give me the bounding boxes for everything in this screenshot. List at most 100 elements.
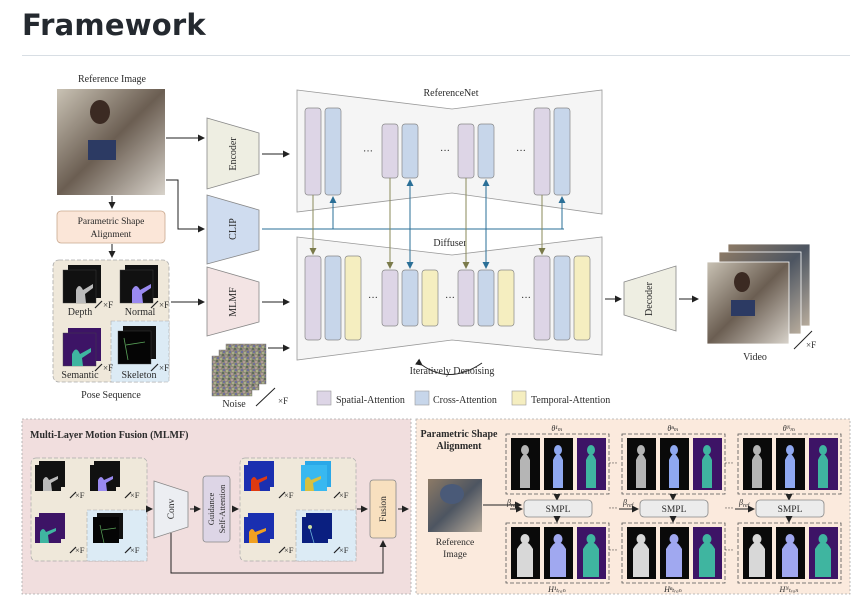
h-label: Hⁿₜᵣₐₙ — [663, 585, 682, 594]
decoder-block: Decoder — [623, 265, 677, 332]
parametric-shape-alignment-box: Parametric Shape Alignment — [56, 210, 166, 244]
diffuser-cross-block — [324, 255, 342, 341]
svg-text:×F: ×F — [75, 490, 85, 500]
smpl-label: SMPL — [778, 505, 803, 515]
conv-block: Conv — [153, 480, 189, 539]
svg-text:Image: Image — [443, 550, 467, 560]
beta-ref-label: βref — [622, 498, 635, 509]
diffuser-ellipsis: ··· — [521, 293, 531, 304]
psa-ellipsis: ··· — [609, 503, 618, 513]
psa-ellipsis: ··· — [725, 545, 734, 555]
psa-ellipsis: ··· — [725, 458, 734, 468]
svg-text:CLIP: CLIP — [228, 218, 239, 240]
pose-group-bottom — [621, 522, 726, 584]
video-output: Video ×F — [706, 243, 816, 363]
theta-label: θᴺₘ — [783, 424, 796, 433]
psa-ellipsis: ··· — [725, 503, 734, 513]
beta-ref-label: βref — [738, 498, 751, 509]
diffuser-spatial-block — [381, 269, 399, 327]
pose-group-bottom — [505, 522, 610, 584]
diffuser-spatial-block — [457, 269, 475, 327]
svg-text:×F: ×F — [339, 545, 349, 555]
svg-text:×F: ×F — [284, 545, 294, 555]
refnet-ellipsis: ··· — [363, 147, 373, 158]
svg-text:×F: ×F — [130, 545, 140, 555]
psa-panel-title-1: Parametric Shape — [421, 429, 498, 440]
svg-text:Depth: Depth — [68, 307, 92, 318]
depth-map-icon — [76, 284, 93, 303]
pose-sequence-group: Depth Normal Semantic Skeleton ×F ×F ×F … — [52, 259, 170, 401]
times-f-marks: ×F ×F ×F ×F — [94, 300, 169, 373]
reference-image-block: Reference Image — [57, 74, 165, 195]
mlmf-guided-maps — [244, 461, 332, 544]
arrow-ref-to-clip — [166, 179, 205, 233]
refnet-ellipsis: ··· — [516, 146, 526, 157]
beta-ref-label: βref — [506, 498, 519, 509]
diffuser-blocks: ··· ··· ··· — [304, 255, 591, 341]
clip-block: CLIP — [206, 194, 260, 265]
pose-group-top — [621, 433, 726, 495]
svg-text:Semantic: Semantic — [61, 370, 99, 381]
theta-label: θ¹ₘ — [551, 424, 562, 433]
refnet-spatial-block — [457, 123, 475, 179]
svg-text:×F: ×F — [103, 300, 113, 310]
referencenet-label: ReferenceNet — [424, 88, 479, 99]
mlmf-guided-times-f: ×F ×F ×F ×F — [278, 490, 349, 555]
svg-text:Alignment: Alignment — [91, 230, 132, 240]
svg-text:×F: ×F — [278, 396, 288, 406]
legend: Spatial-Attention Cross-Attention Tempor… — [316, 390, 610, 406]
svg-text:×F: ×F — [159, 300, 169, 310]
svg-text:Normal: Normal — [125, 307, 156, 318]
psa-panel-title-2: Alignment — [437, 441, 483, 452]
diffuser-ellipsis: ··· — [445, 293, 455, 304]
semantic-map-icon — [72, 348, 91, 366]
referencenet: ReferenceNet — [296, 88, 603, 215]
svg-text:×F: ×F — [130, 490, 140, 500]
legend-label-cross: Cross-Attention — [433, 395, 497, 406]
refnet-cross-block — [553, 107, 571, 196]
svg-text:×F: ×F — [806, 340, 816, 350]
legend-label-temporal: Temporal-Attention — [531, 395, 610, 406]
psa-ellipsis: ··· — [609, 545, 618, 555]
page-title: Framework — [22, 8, 206, 42]
mlmf-times-f: ×F ×F ×F ×F — [69, 490, 140, 555]
refnet-spatial-block — [533, 107, 551, 196]
refnet-cross-block — [324, 107, 342, 196]
h-label: Hᴺₜᵣₐₙ — [779, 585, 799, 594]
refnet-ellipsis: ··· — [440, 146, 450, 157]
conv-skip-connection — [170, 533, 387, 574]
psa-ellipsis: ··· — [609, 458, 618, 468]
pose-sequence-label: Pose Sequence — [81, 390, 141, 401]
refnet-cross-block — [401, 123, 419, 179]
noise-block: Noise ×F — [211, 343, 288, 410]
iteratively-denoising-label: Iteratively Denoising — [410, 366, 495, 377]
smpl-label: SMPL — [546, 505, 571, 515]
diffuser-cross-block — [477, 269, 495, 327]
refnet-spatial-block — [304, 107, 322, 196]
pose-group-bottom — [737, 522, 842, 584]
svg-text:×F: ×F — [159, 363, 169, 373]
mlmf-panel: Multi-Layer Motion Fusion (MLMF) ×F ×F ×… — [21, 418, 412, 595]
svg-text:Conv: Conv — [167, 498, 177, 519]
svg-text:Reference: Reference — [436, 537, 475, 548]
title-divider — [22, 55, 850, 56]
pose-group-top — [505, 433, 610, 495]
svg-text:Skeleton: Skeleton — [122, 370, 157, 381]
h-label: H¹ₜᵣₐₙ — [547, 585, 566, 594]
svg-text:Parametric Shape: Parametric Shape — [78, 217, 145, 227]
normal-map-icon — [132, 284, 151, 303]
legend-swatch-temporal — [511, 390, 527, 406]
smpl-label: SMPL — [662, 505, 687, 515]
diffuser-cross-block — [401, 269, 419, 327]
skeleton-map-icon — [123, 337, 146, 361]
reference-image-label: Reference Image — [78, 74, 147, 85]
mlmf-input-maps — [35, 461, 123, 544]
diffuser-temporal-block — [421, 269, 439, 327]
psa-groups: θ¹ₘSMPLβrefH¹ₜᵣₐₙθⁿₘSMPLβref·········Hⁿₜ… — [505, 424, 842, 594]
legend-label-spatial: Spatial-Attention — [336, 395, 405, 406]
refnet-spatial-block — [381, 123, 399, 179]
diffuser-ellipsis: ··· — [368, 293, 378, 304]
referencenet-blocks: ··· ··· ··· — [304, 107, 571, 196]
iterative-arrow — [415, 358, 483, 375]
diffuser-temporal-block — [497, 269, 515, 327]
